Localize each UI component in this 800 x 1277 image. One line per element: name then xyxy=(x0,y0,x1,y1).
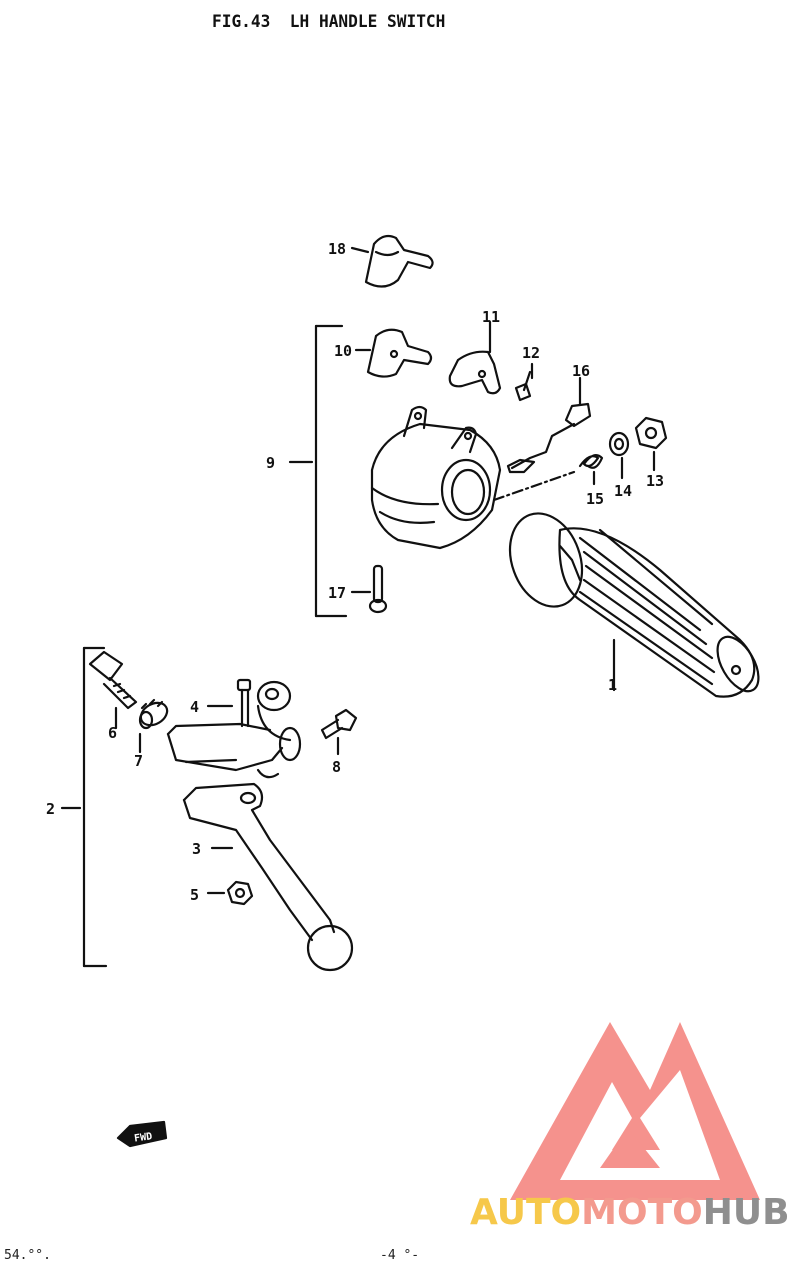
callout-8: 8 xyxy=(332,758,341,776)
part-8-bolt xyxy=(320,708,358,756)
callout-7: 7 xyxy=(134,752,143,770)
footer-left-code: 54.°°. xyxy=(4,1248,51,1263)
watermark-text: AUTOMOTOHUB xyxy=(470,1192,790,1233)
fwd-arrow-tag xyxy=(116,1120,168,1148)
callout-17: 17 xyxy=(328,584,346,602)
callout-1: 1 xyxy=(608,676,617,694)
figure-number: FIG.43 xyxy=(212,12,271,32)
figure-name: LH HANDLE SWITCH xyxy=(289,12,446,32)
callout-9: 9 xyxy=(266,454,275,472)
callout-2: 2 xyxy=(46,800,55,818)
part-12-screw xyxy=(514,362,534,402)
part-3-lever xyxy=(182,782,354,972)
part-1-grip xyxy=(508,512,760,698)
part-13-nut xyxy=(634,416,668,472)
part-11-lever xyxy=(448,320,502,395)
callout-6: 6 xyxy=(108,724,117,742)
callout-16: 16 xyxy=(572,362,590,380)
part-16-spring-plate xyxy=(506,376,592,474)
callout-11: 11 xyxy=(482,308,500,326)
part-5-nut xyxy=(206,880,254,906)
lever-holder xyxy=(166,680,302,779)
footer-page-number: -4 °- xyxy=(380,1248,420,1263)
watermark-auto: AUTO xyxy=(470,1192,582,1233)
part-14-washer xyxy=(608,431,630,480)
part-18-knob xyxy=(350,234,434,288)
part-17-screw xyxy=(350,564,388,614)
watermark-hub: HUB xyxy=(702,1192,790,1233)
part-9-switch-housing xyxy=(370,405,502,550)
callout-5: 5 xyxy=(190,886,199,904)
part-10-button xyxy=(354,328,433,378)
callout-13: 13 xyxy=(646,472,664,490)
callout-12: 12 xyxy=(522,344,540,362)
part-6-bolt xyxy=(88,650,138,730)
callout-4: 4 xyxy=(190,698,199,716)
watermark-logo xyxy=(510,1022,760,1200)
watermark-moto: MOTO xyxy=(581,1192,703,1233)
callout-15: 15 xyxy=(586,490,604,508)
callout-14: 14 xyxy=(614,482,632,500)
bracket-2 xyxy=(60,646,108,968)
figure-title: FIG.43 LH HANDLE SWITCH xyxy=(212,12,445,32)
part-15-spring xyxy=(578,454,604,486)
bracket-9 xyxy=(288,324,348,618)
callout-10: 10 xyxy=(334,342,352,360)
part-4-bolt xyxy=(206,678,252,728)
callout-3: 3 xyxy=(192,840,201,858)
part-7-adjuster-nut xyxy=(138,698,169,754)
fwd-label: FWD xyxy=(134,1131,153,1144)
callout-18: 18 xyxy=(328,240,346,258)
